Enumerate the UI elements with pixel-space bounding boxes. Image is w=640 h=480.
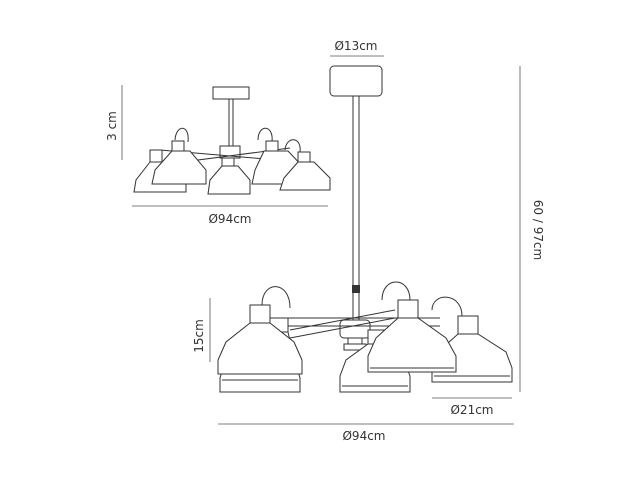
canopy-diameter-label: Ø13cm bbox=[334, 39, 377, 53]
semi-flush-elevation: 3 cm Ø94cm bbox=[105, 85, 331, 226]
lamp-shade bbox=[217, 322, 303, 375]
shade-diameter-label: Ø21cm bbox=[450, 403, 493, 417]
rod-joint bbox=[352, 285, 360, 293]
lamp-shade bbox=[207, 165, 251, 195]
hub bbox=[339, 319, 371, 339]
socket bbox=[249, 304, 271, 324]
top-height-label: 3 cm bbox=[105, 111, 119, 141]
canopy-top-view bbox=[212, 86, 250, 100]
socket bbox=[457, 315, 479, 335]
canopy bbox=[329, 65, 383, 97]
lamp-shade bbox=[367, 317, 457, 373]
lamp-shade bbox=[279, 161, 331, 191]
socket bbox=[397, 299, 419, 319]
lamp-shade bbox=[151, 150, 207, 185]
shade-height-label: 15cm bbox=[192, 319, 206, 353]
pendant-elevation: 60 / 97cm 15cm Ø21cm Ø94cm bbox=[192, 65, 545, 443]
canopy-dimension: Ø13cm bbox=[330, 39, 384, 57]
top-width-label: Ø94cm bbox=[208, 212, 251, 226]
overall-height-label: 60 / 97cm bbox=[531, 200, 545, 261]
bottom-width-label: Ø94cm bbox=[342, 429, 385, 443]
